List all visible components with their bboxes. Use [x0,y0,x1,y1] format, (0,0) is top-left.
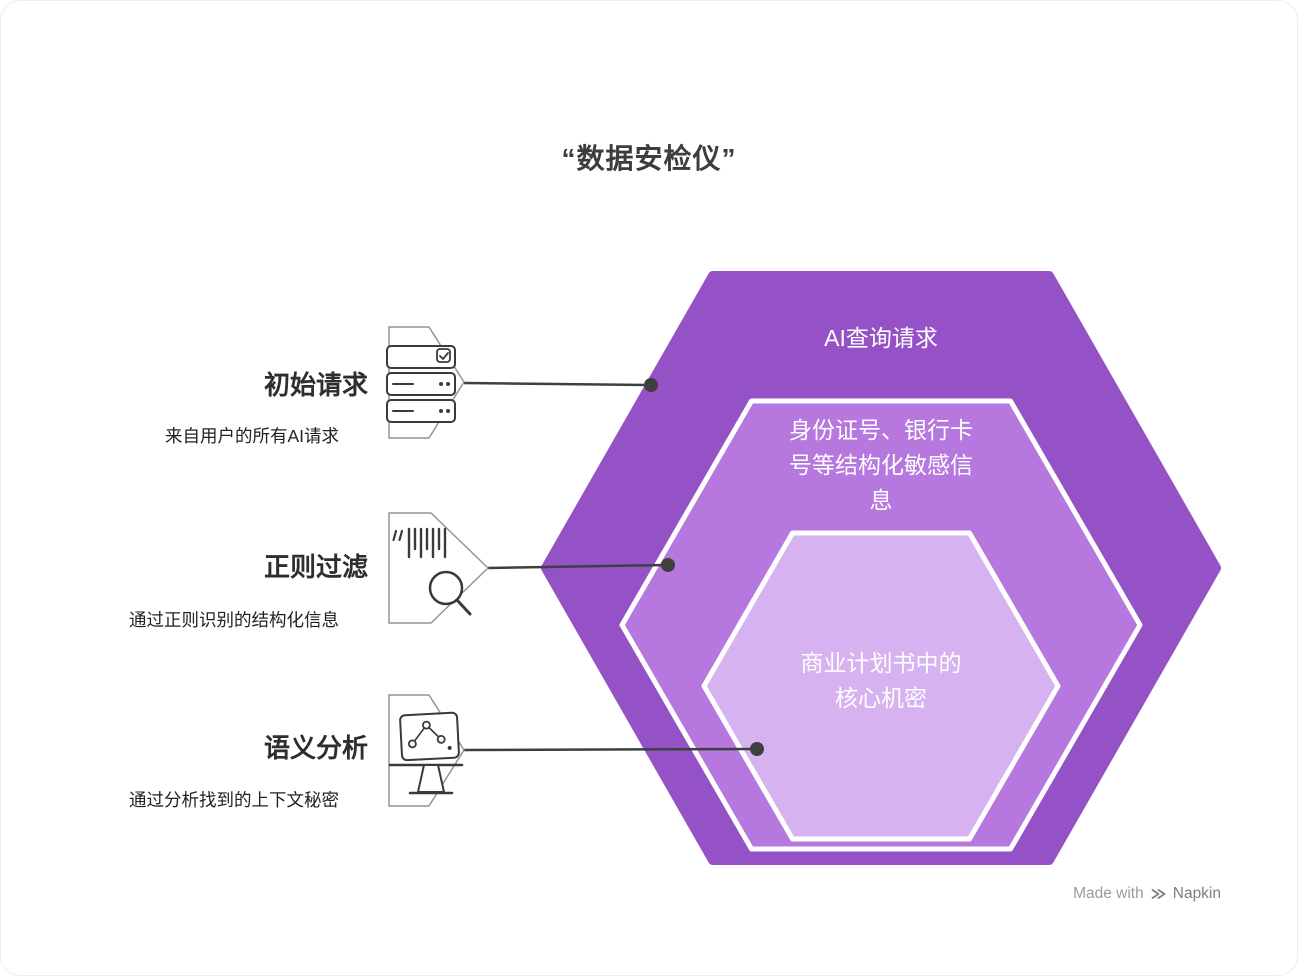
connector-semantic-analysis [463,742,764,756]
analysis-board-icon [388,694,465,807]
page-title: “数据安检仪” [561,143,737,174]
connector-line [487,563,668,570]
napkin-brand-text: Napkin [1172,885,1221,902]
connector-dot [661,558,675,572]
middle-hexagon-label: 身份证号、银行卡 号等结构化敏感信 息 [789,417,973,513]
made-with-text: Made with [1073,885,1144,902]
connector-line [463,381,652,387]
server-stack-icon [386,326,465,439]
connector-initial-request [463,378,658,392]
inner-hexagon-label: 商业计划书中的 核心机密 [800,650,962,711]
connector-regex-filter [487,558,675,572]
napkin-attribution: Made with Napkin [1073,885,1221,903]
connector-dot [750,742,764,756]
regex-search-icon [388,512,489,624]
connector-dot [644,378,658,392]
step-title-regex-filter: 正则过滤 [263,552,368,582]
napkin-logo-icon [1151,889,1166,899]
step-desc-semantic-analysis: 通过分析找到的上下文秘密 [129,790,339,810]
icon-badge-outline [388,694,465,807]
step-desc-initial-request: 来自用户的所有AI请求 [164,426,339,446]
step-desc-regex-filter: 通过正则识别的结构化信息 [129,610,339,630]
connector-line [463,747,757,752]
outer-hexagon-label: AI查询请求 [824,325,938,351]
step-title-semantic-analysis: 语义分析 [263,733,368,763]
inner-hexagon [701,530,1061,842]
step-title-initial-request: 初始请求 [263,370,368,400]
